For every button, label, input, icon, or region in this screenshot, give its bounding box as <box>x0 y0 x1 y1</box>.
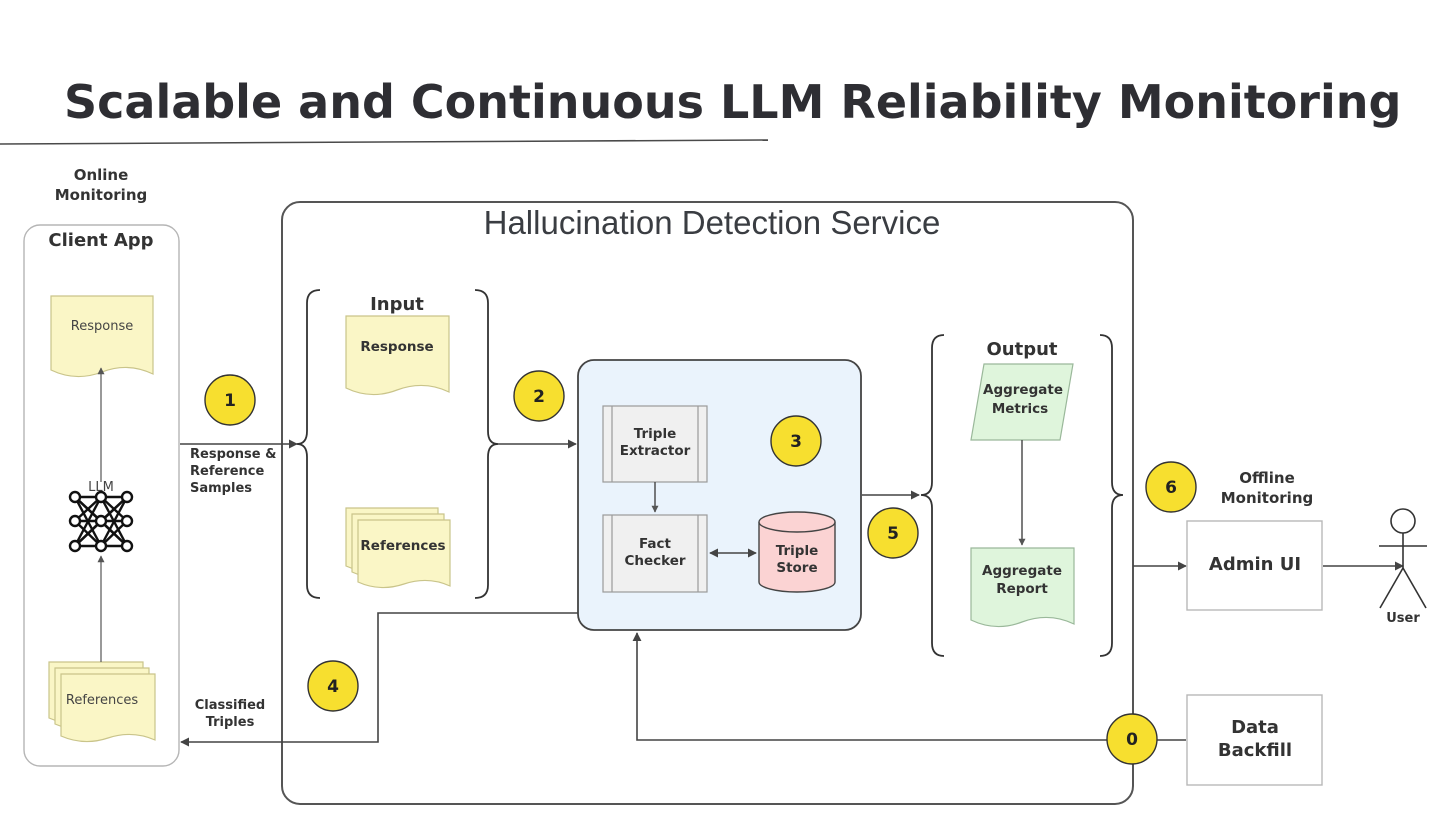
triple-store-line1: Triple <box>776 543 818 559</box>
classified-label-line2: Triples <box>206 715 255 730</box>
input-references-doc: References <box>345 507 451 589</box>
user-label: User <box>1386 611 1420 626</box>
step-badge-1: 1 <box>204 374 256 426</box>
offline-monitoring-label-line1: Offline <box>1239 469 1295 487</box>
client-response-label: Response <box>71 319 133 334</box>
fact-checker-line1: Fact <box>639 536 672 552</box>
triple-extractor-box: Triple Extractor <box>602 405 708 483</box>
client-references-label: References <box>66 693 138 708</box>
neural-network-icon <box>68 490 134 553</box>
backfill-to-panel-arrow <box>632 632 1186 741</box>
samples-label-line1: Response & <box>190 447 276 462</box>
aggregate-report-line1: Aggregate <box>982 563 1062 579</box>
aggregate-report-doc: Aggregate Report <box>970 547 1075 628</box>
step-badge-0: 0 <box>1106 713 1158 765</box>
llm-label: LLM <box>88 480 114 495</box>
input-response-label: Response <box>360 339 433 355</box>
online-monitoring-label-line2: Monitoring <box>55 186 147 204</box>
input-response-doc: Response <box>345 315 450 396</box>
input-references-label: References <box>360 538 445 554</box>
input-title: Input <box>370 294 424 315</box>
classified-label-line1: Classified <box>195 698 265 713</box>
svg-text:2: 2 <box>533 387 545 407</box>
triple-extractor-line2: Extractor <box>620 443 691 459</box>
client-app: Client App Response LLM <box>23 224 180 767</box>
aggregate-metrics-parallelogram: Aggregate Metrics <box>970 363 1074 441</box>
aggregate-metrics-line1: Aggregate <box>983 382 1063 398</box>
input-group: Input Response References <box>296 289 499 599</box>
online-monitoring-label-line1: Online <box>74 166 129 184</box>
step-badge-6: 6 <box>1145 461 1197 513</box>
triple-extractor-line1: Triple <box>634 426 676 442</box>
svg-text:4: 4 <box>327 677 339 697</box>
svg-text:0: 0 <box>1126 730 1138 750</box>
client-response-doc: Response <box>50 295 154 378</box>
svg-text:1: 1 <box>224 391 236 411</box>
output-group: Output Aggregate Metrics Aggregate Repor… <box>920 334 1124 657</box>
step-badge-3: 3 <box>770 415 822 467</box>
client-references-doc: References <box>48 661 156 743</box>
fact-checker-line2: Checker <box>624 553 685 569</box>
admin-ui-box[interactable]: Admin UI <box>1186 520 1323 611</box>
step-badge-4: 4 <box>307 660 359 712</box>
data-backfill-line1: Data <box>1231 717 1279 738</box>
samples-label-line3: Samples <box>190 481 252 496</box>
admin-ui-label: Admin UI <box>1209 554 1301 575</box>
user-icon <box>1379 508 1427 609</box>
svg-text:3: 3 <box>790 432 802 452</box>
samples-label-line2: Reference <box>190 464 264 479</box>
classified-triples-arrow <box>180 612 578 747</box>
output-title: Output <box>986 339 1057 360</box>
data-backfill-line2: Backfill <box>1218 740 1292 761</box>
step-badge-2: 2 <box>513 370 565 422</box>
aggregate-report-line2: Report <box>996 581 1048 597</box>
processing-panel: Triple Extractor Fact Checker Triple Sto… <box>577 359 862 631</box>
svg-text:5: 5 <box>887 524 899 544</box>
svg-text:6: 6 <box>1165 478 1177 498</box>
aggregate-metrics-line2: Metrics <box>992 401 1048 417</box>
triple-store-cylinder: Triple Store <box>758 511 836 593</box>
title-underline <box>0 139 769 145</box>
data-backfill-box[interactable]: Data Backfill <box>1186 694 1323 786</box>
triple-store-line2: Store <box>776 560 817 576</box>
service-title: Hallucination Detection Service <box>484 204 941 241</box>
hallucination-detection-service: Hallucination Detection Service <box>281 201 1134 805</box>
offline-monitoring-label-line2: Monitoring <box>1221 489 1313 507</box>
client-app-title: Client App <box>48 230 153 251</box>
fact-checker-box: Fact Checker <box>602 514 708 593</box>
page-title: Scalable and Continuous LLM Reliability … <box>64 75 1401 129</box>
step-badge-5: 5 <box>867 507 919 559</box>
